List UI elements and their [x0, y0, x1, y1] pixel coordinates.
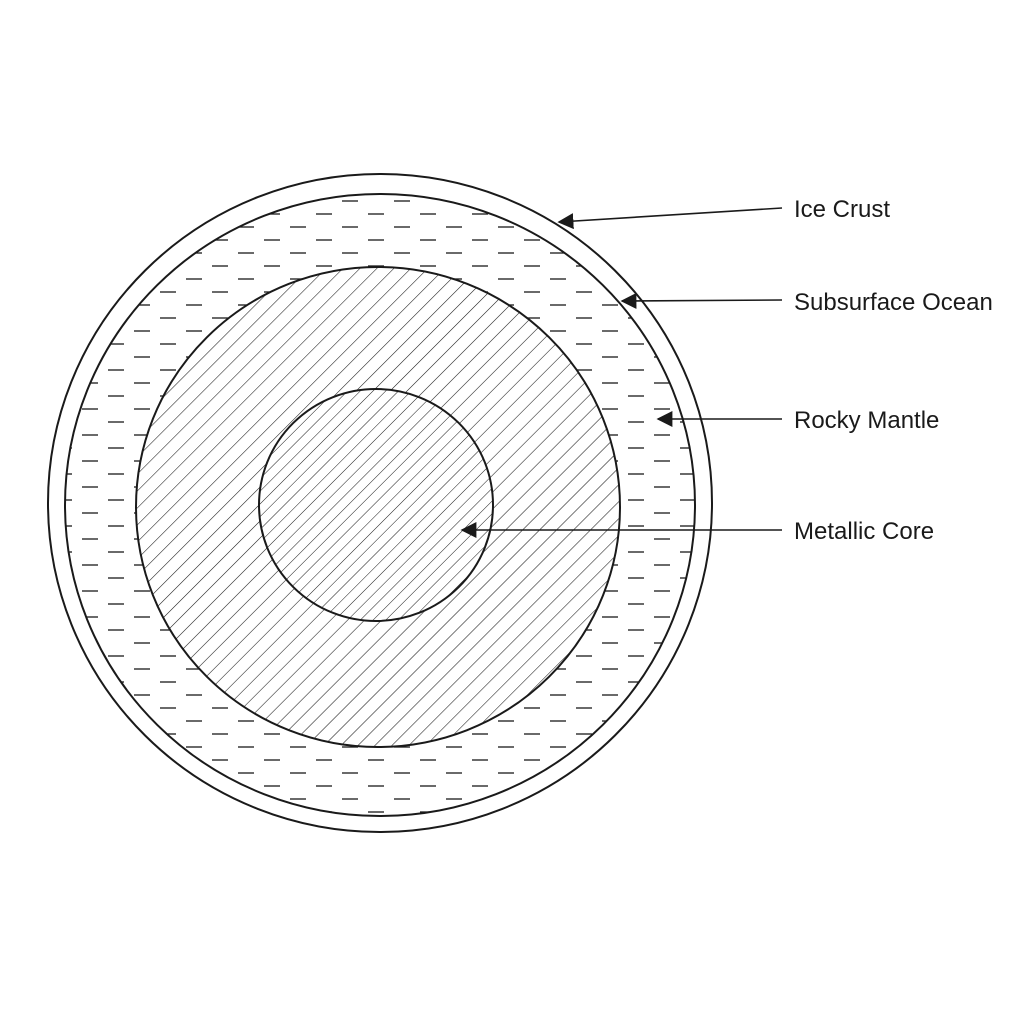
subsurface-ocean-label: Subsurface Ocean	[794, 289, 993, 316]
ice-crust-leader	[557, 207, 783, 230]
subsurface-ocean-leader	[620, 292, 783, 309]
metallic-core-label: Metallic Core	[794, 518, 934, 545]
ice-crust-layer	[47, 173, 713, 833]
metallic-core-hatch	[258, 388, 494, 622]
rocky-mantle-label: Rocky Mantle	[794, 407, 939, 434]
ice-crust-label: Ice Crust	[794, 196, 890, 223]
